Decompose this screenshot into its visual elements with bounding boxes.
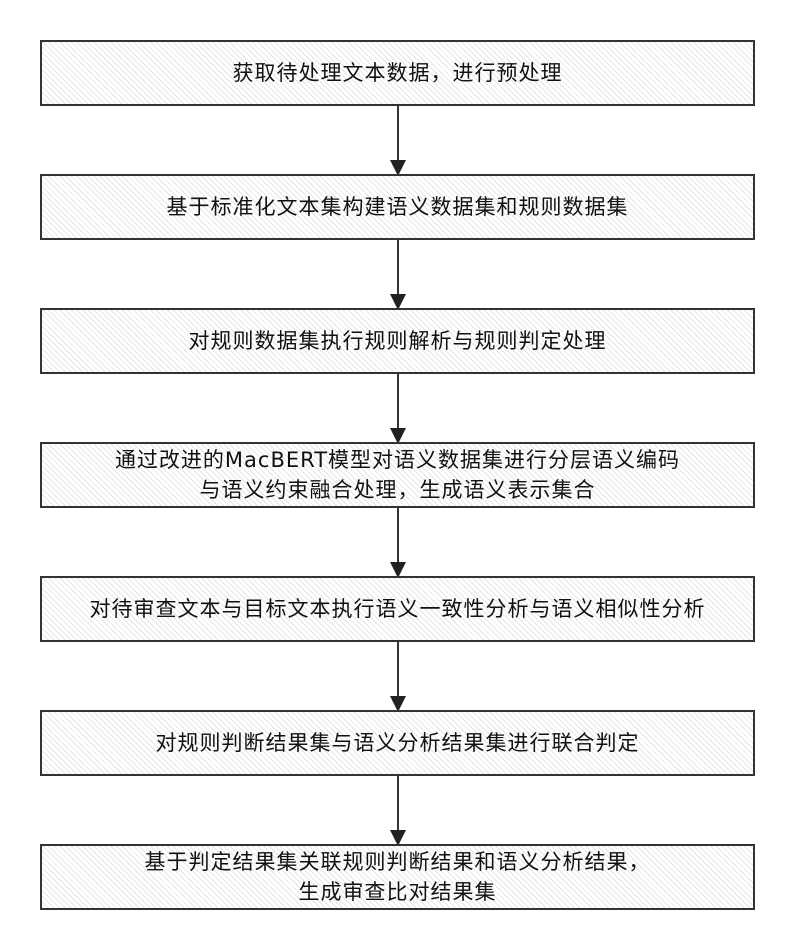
step-1-label: 获取待处理文本数据，进行预处理	[233, 58, 563, 88]
step-7-label: 基于判定结果集关联规则判断结果和语义分析结果， 生成审查比对结果集	[145, 847, 651, 907]
step-2-box: 基于标准化文本集构建语义数据集和规则数据集	[40, 174, 755, 240]
step-2-label: 基于标准化文本集构建语义数据集和规则数据集	[167, 192, 629, 222]
step-3-box: 对规则数据集执行规则解析与规则判定处理	[40, 308, 755, 374]
arrow-2-to-3	[397, 240, 399, 308]
step-1-box: 获取待处理文本数据，进行预处理	[40, 40, 755, 106]
step-7-box: 基于判定结果集关联规则判断结果和语义分析结果， 生成审查比对结果集	[40, 844, 755, 910]
step-6-label: 对规则判断结果集与语义分析结果集进行联合判定	[156, 728, 640, 758]
step-5-box: 对待审查文本与目标文本执行语义一致性分析与语义相似性分析	[40, 576, 755, 642]
step-5-label: 对待审查文本与目标文本执行语义一致性分析与语义相似性分析	[90, 594, 706, 624]
arrow-3-to-4	[397, 374, 399, 442]
arrow-6-to-7	[397, 776, 399, 844]
arrow-4-to-5	[397, 508, 399, 576]
arrow-5-to-6	[397, 642, 399, 710]
step-3-label: 对规则数据集执行规则解析与规则判定处理	[189, 326, 607, 356]
step-6-box: 对规则判断结果集与语义分析结果集进行联合判定	[40, 710, 755, 776]
step-4-box: 通过改进的MacBERT模型对语义数据集进行分层语义编码 与语义约束融合处理，生…	[40, 442, 755, 508]
arrow-1-to-2	[397, 106, 399, 174]
step-4-label: 通过改进的MacBERT模型对语义数据集进行分层语义编码 与语义约束融合处理，生…	[115, 445, 680, 505]
